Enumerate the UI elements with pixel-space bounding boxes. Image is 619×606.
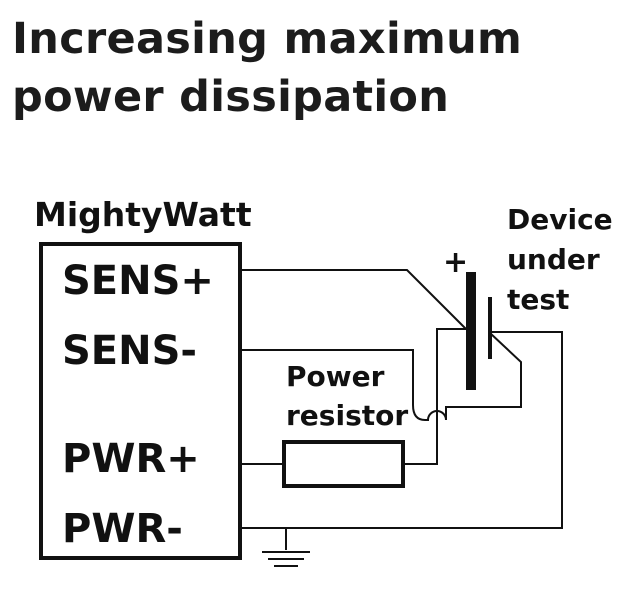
terminal-pwr-minus: PWR- bbox=[62, 506, 183, 552]
terminal-sens-plus: SENS+ bbox=[62, 258, 214, 304]
resistor-label-line-2: resistor bbox=[286, 399, 408, 432]
terminal-sens-minus: SENS- bbox=[62, 328, 197, 374]
wire-sens-plus bbox=[240, 269, 467, 330]
page-title: Increasing maximum power dissipation bbox=[12, 10, 522, 126]
dut-label-line-1: Device bbox=[507, 203, 613, 236]
battery-symbol bbox=[466, 272, 492, 390]
wire-pwr-minus bbox=[240, 331, 563, 529]
title-line-2: power dissipation bbox=[12, 72, 450, 122]
ground-icon bbox=[262, 551, 310, 567]
dut-label-line-2: under bbox=[507, 243, 600, 276]
wire-pwr-plus-right bbox=[403, 328, 466, 465]
mightywatt-box bbox=[39, 242, 242, 560]
title-line-1: Increasing maximum bbox=[12, 14, 523, 64]
dut-polarity-plus: + bbox=[443, 245, 468, 280]
resistor-symbol bbox=[282, 440, 405, 488]
wire-sens-minus bbox=[240, 349, 414, 405]
wire-sens-minus-crossover bbox=[412, 332, 522, 421]
dut-label-line-3: test bbox=[507, 283, 569, 316]
resistor-label-line-1: Power bbox=[286, 360, 385, 393]
mightywatt-label: MightyWatt bbox=[34, 195, 252, 234]
terminal-pwr-plus: PWR+ bbox=[62, 436, 200, 482]
